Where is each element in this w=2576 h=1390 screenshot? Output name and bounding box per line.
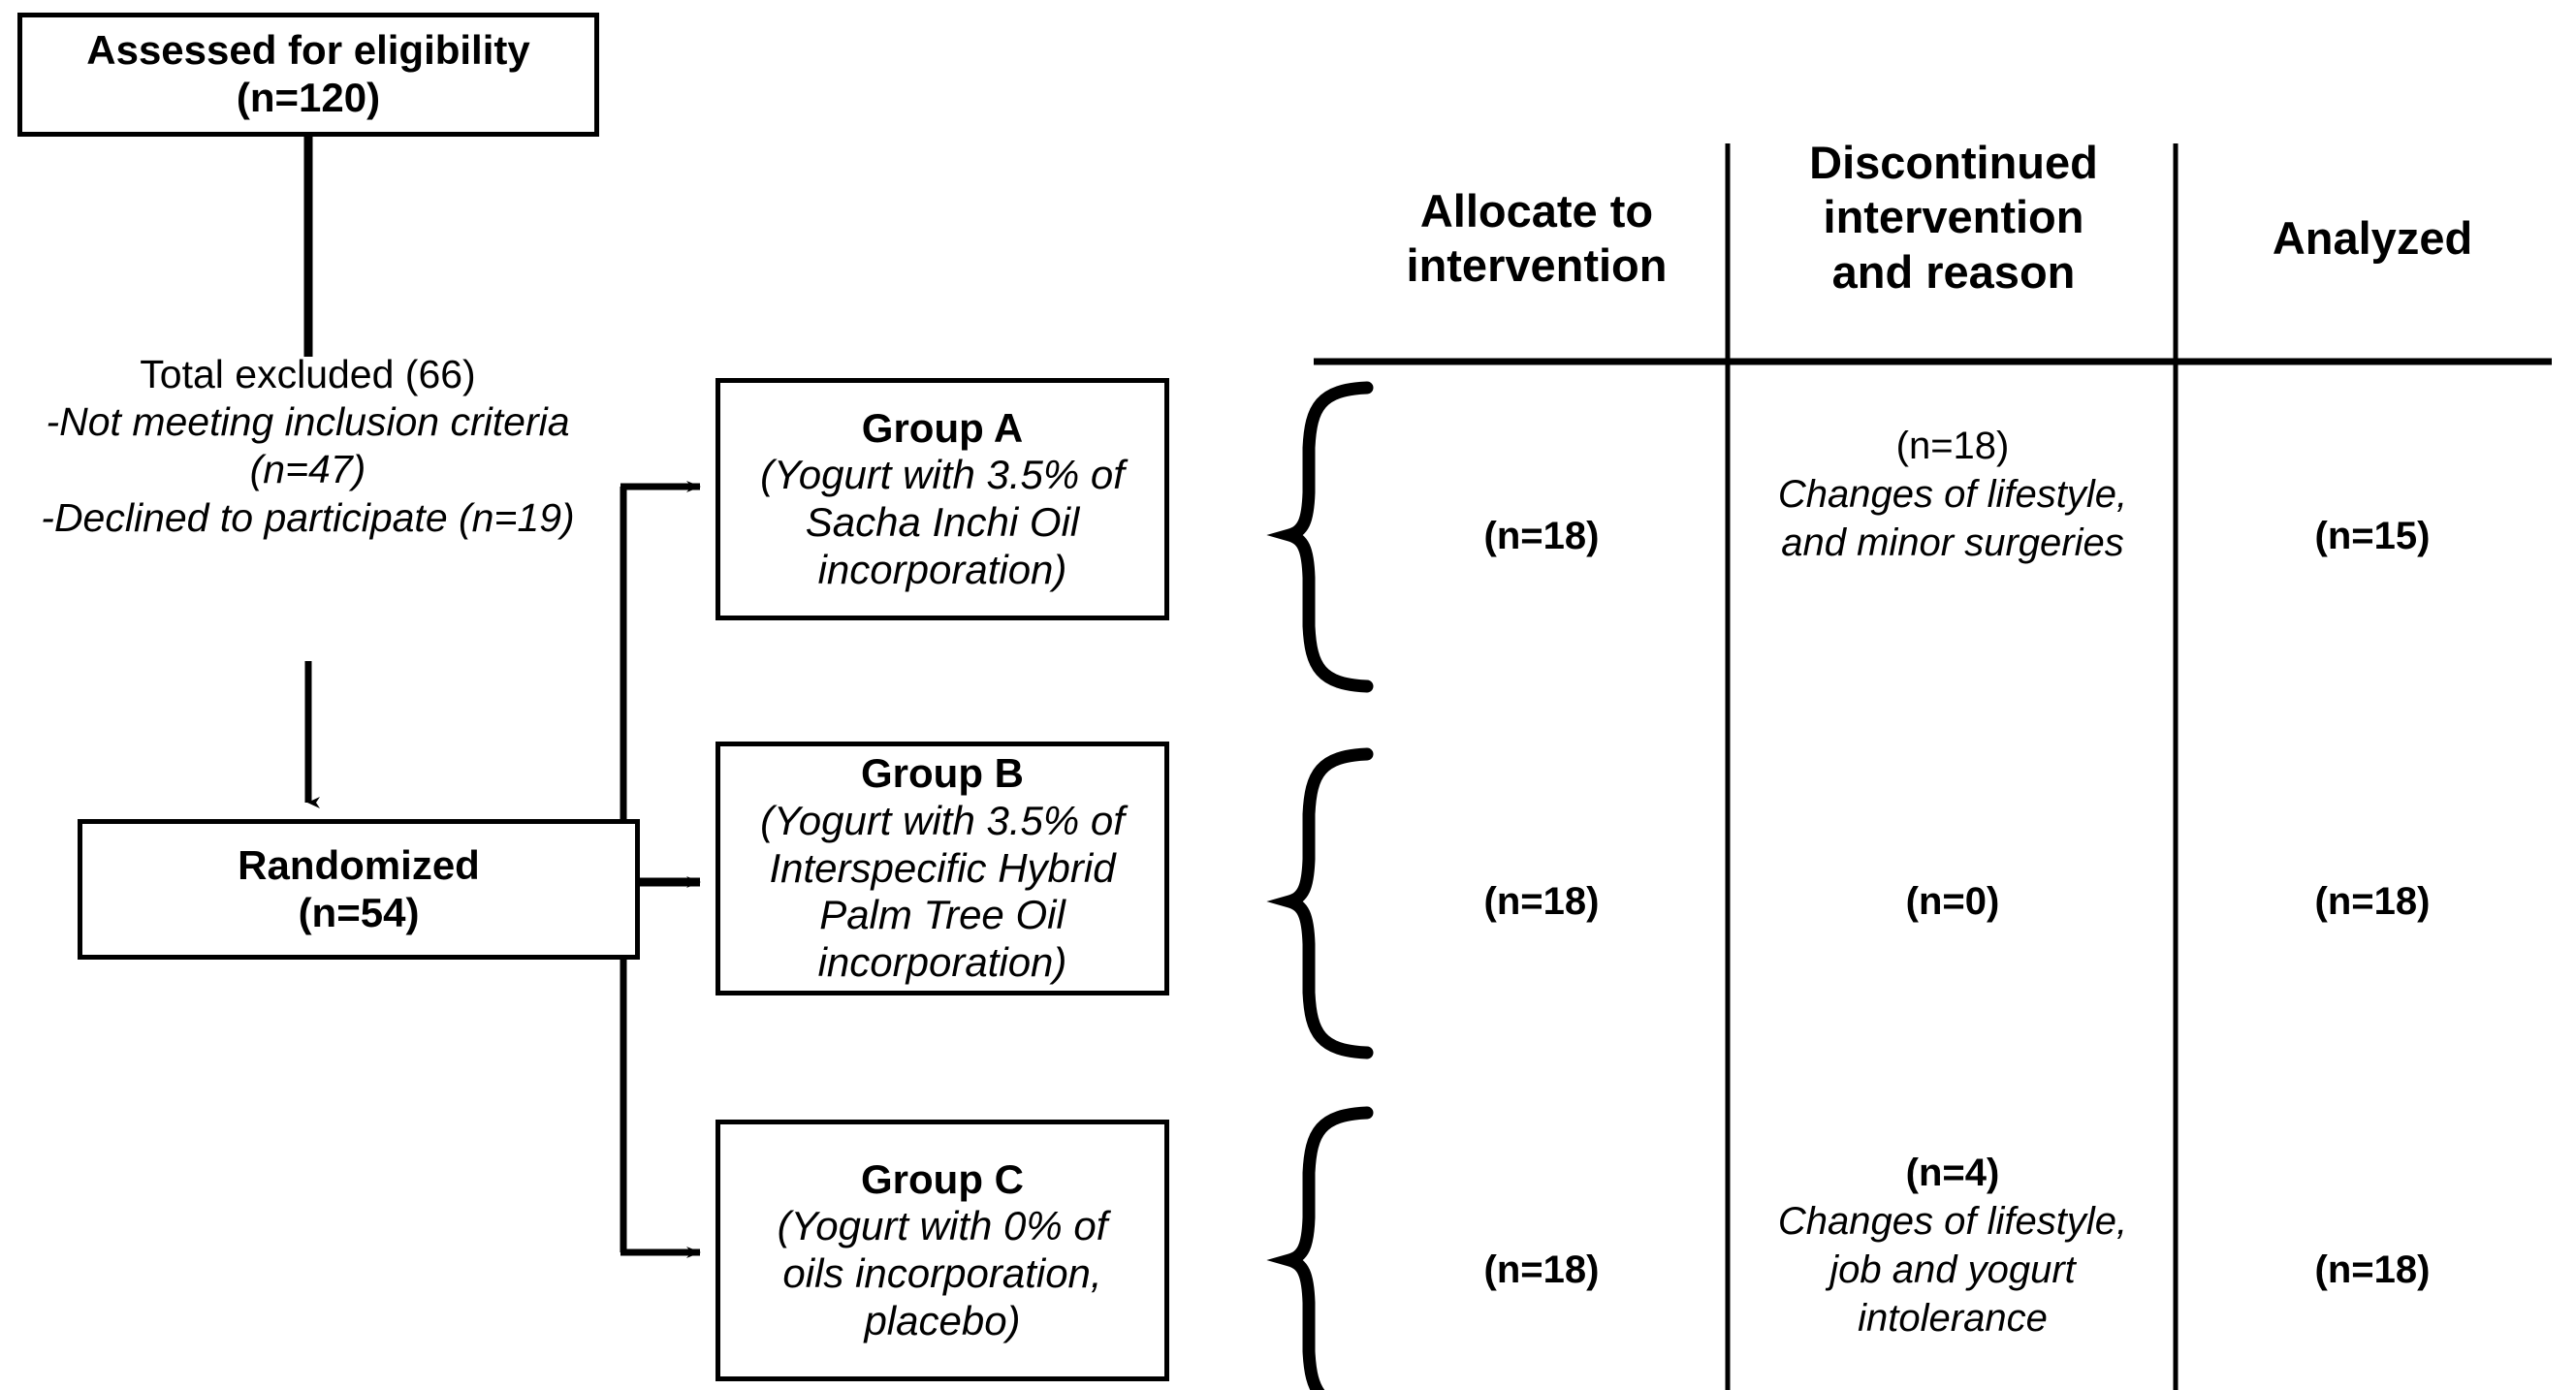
assessed-for-eligibility-box: Assessed for eligibility (n=120) [17, 13, 599, 137]
assessed-title: Assessed for eligibility [86, 27, 530, 74]
allocate-cell-group-c: (n=18) [1377, 1246, 1706, 1294]
excluded-reason-1: -Not meeting inclusion criteria (n=47) [46, 399, 570, 492]
discontinued-cell-group-c: (n=4) Changes of lifestyle, job and yogu… [1745, 1149, 2160, 1343]
randomized-title: Randomized [238, 841, 480, 888]
excluded-reason-2: -Declined to participate (n=19) [41, 494, 575, 540]
analyzed-value-group-a: (n=15) [2314, 515, 2431, 557]
analyzed-cell-group-a: (n=15) [2193, 512, 2552, 560]
allocate-cell-group-a: (n=18) [1377, 512, 1706, 560]
excluded-total: Total excluded (66) [140, 352, 476, 396]
group-b-box: Group B (Yogurt with 3.5% of Interspecif… [716, 742, 1169, 995]
allocate-value-group-a: (n=18) [1483, 515, 1600, 557]
group-c-description: (Yogurt with 0% of oils incorporation, p… [777, 1203, 1108, 1343]
discontinued-count-group-c: (n=4) [1905, 1152, 2000, 1194]
group-a-box: Group A (Yogurt with 3.5% of Sacha Inchi… [716, 378, 1169, 620]
brace-group-b [1266, 747, 1374, 1059]
excluded-text-block: Total excluded (66) -Not meeting inclusi… [29, 351, 587, 542]
assessed-count: (n=120) [236, 75, 381, 120]
analyzed-cell-group-c: (n=18) [2193, 1246, 2552, 1294]
group-c-box: Group C (Yogurt with 0% of oils incorpor… [716, 1120, 1169, 1381]
group-a-description: (Yogurt with 3.5% of Sacha Inchi Oil inc… [760, 452, 1125, 592]
discontinued-reason-group-c: Changes of lifestyle, job and yogurt int… [1777, 1200, 2128, 1340]
analyzed-value-group-c: (n=18) [2314, 1248, 2431, 1291]
analyzed-cell-group-b: (n=18) [2193, 877, 2552, 926]
column-header-allocate: Allocate to intervention [1406, 185, 1668, 292]
column-header-discontinued: Discontinued intervention and reason [1809, 137, 2098, 298]
discontinued-count-group-b: (n=0) [1905, 880, 2000, 923]
group-a-title: Group A [861, 404, 1024, 451]
randomized-count: (n=54) [298, 889, 420, 935]
group-b-title: Group B [861, 750, 1024, 797]
randomized-box: Randomized (n=54) [78, 819, 640, 960]
brace-group-c [1266, 1106, 1374, 1390]
allocate-value-group-c: (n=18) [1483, 1248, 1600, 1291]
group-c-title: Group C [861, 1155, 1024, 1202]
discontinued-cell-group-a: (n=18) Changes of lifestyle, and minor s… [1745, 422, 2160, 567]
group-b-description: (Yogurt with 3.5% of Interspecific Hybri… [760, 797, 1125, 986]
allocate-value-group-b: (n=18) [1483, 880, 1600, 923]
discontinued-count-group-a: (n=18) [1895, 425, 2010, 467]
analyzed-value-group-b: (n=18) [2314, 880, 2431, 923]
discontinued-cell-group-b: (n=0) [1745, 877, 2160, 926]
brace-group-a [1266, 381, 1374, 693]
column-header-analyzed: Analyzed [2272, 212, 2473, 264]
allocate-cell-group-b: (n=18) [1377, 877, 1706, 926]
discontinued-reason-group-a: Changes of lifestyle, and minor surgerie… [1777, 473, 2128, 564]
